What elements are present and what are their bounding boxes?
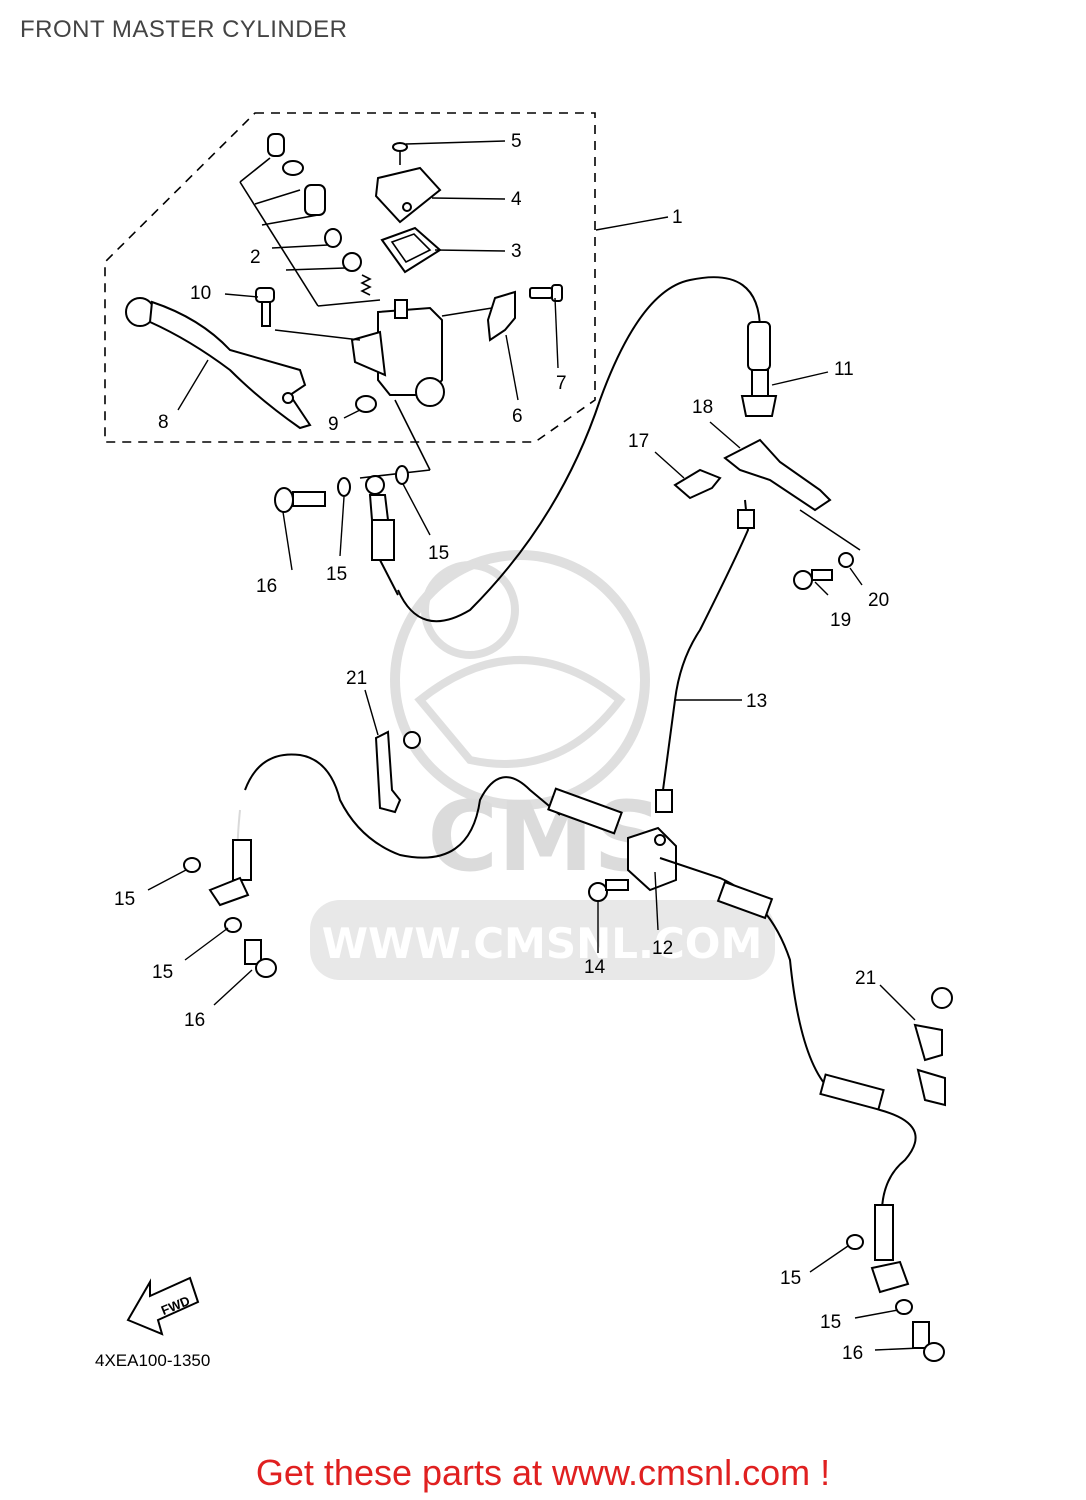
parts-diagram: CMS WWW.CMSNL.COM	[95, 112, 953, 1370]
callout-1: 1	[672, 207, 683, 228]
hose-guide-17	[673, 468, 722, 500]
callout-16: 16	[256, 576, 277, 597]
union-bolt-left	[244, 939, 277, 978]
lever-nut	[355, 395, 377, 413]
master-cylinder-holder	[486, 290, 516, 342]
copper-washer	[337, 477, 351, 497]
callout-15: 15	[820, 1312, 841, 1333]
callout-5: 5	[511, 131, 522, 152]
callout-21: 21	[855, 968, 876, 989]
callout-18: 18	[692, 397, 713, 418]
callout-15: 15	[114, 889, 135, 910]
brake-lever	[125, 297, 312, 430]
callout-2: 2	[250, 247, 261, 268]
callout-20: 20	[868, 590, 889, 611]
callout-6: 6	[512, 406, 523, 427]
brake-hose-joint	[627, 826, 677, 892]
right-brake-hose	[547, 787, 917, 1294]
hose-clamp-21-upper	[374, 730, 421, 814]
callout-labels: 1 2 3 4 5 6 7 8 9 10 11 12 13 14 15 15 1…	[114, 131, 889, 1364]
callout-21: 21	[346, 668, 367, 689]
brake-pipe	[655, 499, 755, 813]
callout-8: 8	[158, 412, 169, 433]
holder-bolt	[529, 284, 563, 302]
callout-7: 7	[556, 373, 567, 394]
left-brake-hose	[208, 753, 561, 907]
callout-9: 9	[328, 414, 339, 435]
copper-washer	[895, 1299, 913, 1315]
callout-15: 15	[326, 564, 347, 585]
upper-banjo-fitting	[359, 399, 431, 596]
callout-11: 11	[834, 359, 854, 380]
watermark-url: WWW.CMSNL.COM	[322, 919, 763, 968]
pivot-bolt	[255, 287, 275, 327]
callout-14: 14	[584, 957, 606, 978]
bracket-18	[723, 438, 861, 551]
callout-19: 19	[830, 610, 851, 631]
callout-15: 15	[780, 1268, 801, 1289]
master-cylinder-body	[350, 299, 445, 407]
diagram-part-code: 4XEA100-1350	[95, 1351, 210, 1370]
footer-cta-link[interactable]: Get these parts at www.cmsnl.com !	[255, 1452, 831, 1493]
reservoir-cap	[374, 166, 442, 224]
callout-15: 15	[152, 962, 173, 983]
cap-screw	[392, 142, 408, 165]
copper-washer	[224, 917, 242, 933]
callout-4: 4	[511, 189, 522, 210]
assembly-outline	[104, 112, 596, 443]
washer-20	[838, 552, 854, 568]
callout-16: 16	[842, 1343, 863, 1364]
callout-13: 13	[746, 691, 767, 712]
copper-washer	[395, 465, 409, 485]
piston-kit	[239, 133, 381, 307]
callout-16: 16	[184, 1010, 205, 1031]
bolt-19	[793, 569, 833, 590]
diaphragm	[380, 226, 442, 274]
upper-brake-hose	[397, 276, 778, 623]
union-bolt-right	[912, 1321, 945, 1362]
copper-washer	[846, 1234, 864, 1250]
fwd-arrow-icon: FWD	[126, 1276, 200, 1336]
callout-12: 12	[652, 938, 673, 959]
leader-lines	[147, 140, 921, 1351]
page-title: FRONT MASTER CYLINDER	[20, 16, 348, 43]
callout-3: 3	[511, 241, 522, 262]
hose-clamp-21-lower	[913, 987, 953, 1107]
callout-10: 10	[190, 283, 211, 304]
joint-bolt-14	[588, 879, 629, 902]
watermark-logo: CMS	[427, 781, 662, 893]
callout-15: 15	[428, 543, 449, 564]
copper-washer	[183, 857, 201, 873]
watermark: CMS WWW.CMSNL.COM	[310, 550, 775, 980]
union-bolt-upper	[274, 487, 326, 513]
callout-17: 17	[628, 431, 649, 452]
